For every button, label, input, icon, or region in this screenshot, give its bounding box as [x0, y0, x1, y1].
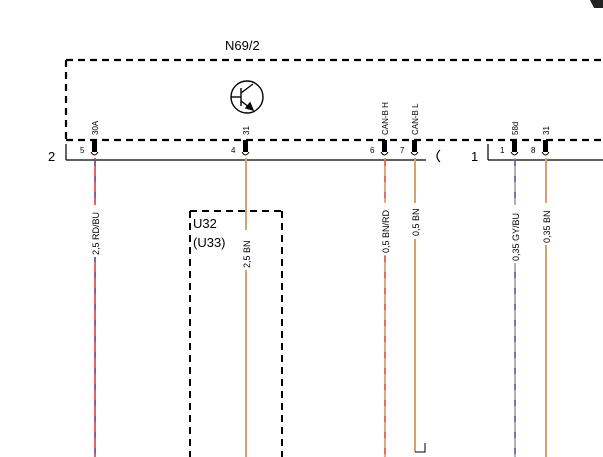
wire-label-1: 2,5 RD/BU	[89, 205, 101, 257]
wire-label-3: 0,5 BN/RD	[379, 203, 391, 255]
svg-text:0,35 BN: 0,35 BN	[542, 210, 552, 243]
svg-text:0,5 BN: 0,5 BN	[411, 208, 421, 236]
pin-number: 5	[80, 146, 85, 155]
corner-marker	[590, 0, 603, 8]
pin-8: 8 31	[531, 126, 551, 156]
wire-label-6: 0,35 BN	[540, 203, 552, 245]
pin-function: 31	[542, 126, 551, 135]
connector-left-label: 2	[48, 149, 55, 164]
transistor-icon	[230, 80, 264, 114]
block-boundary	[189, 210, 283, 457]
svg-text:2,5 RD/BU: 2,5 RD/BU	[91, 212, 101, 255]
block-name: U32	[193, 216, 217, 231]
pin-number: 6	[370, 146, 375, 155]
pin-1: 1 58d	[500, 122, 520, 156]
connector-right-label: 1	[471, 149, 478, 164]
svg-text:0,35 GY/BU: 0,35 GY/BU	[511, 213, 521, 261]
wire-4	[414, 158, 426, 453]
wire-label-2: 2,5 BN	[240, 230, 252, 270]
pin-number: 1	[500, 146, 505, 155]
pin-function: CAN-B H	[381, 102, 390, 135]
svg-text:0,5 BN/RD: 0,5 BN/RD	[381, 209, 391, 253]
pin-number: 7	[400, 146, 405, 155]
wire-label-4: 0,5 BN	[409, 203, 421, 239]
pin-6: 6 CAN-B H	[370, 102, 390, 156]
pin-7: 7 CAN-B L	[400, 103, 420, 156]
pin-function: CAN-B L	[411, 103, 420, 135]
pin-4: 4 31	[231, 126, 251, 156]
pin-function: 31	[242, 126, 251, 135]
wire-label-5: 0,35 GY/BU	[509, 205, 521, 263]
svg-text:2,5 BN: 2,5 BN	[242, 240, 252, 268]
pin-function: 30A	[91, 120, 100, 135]
connector-rail	[65, 144, 603, 163]
module-boundary	[64, 58, 603, 142]
pin-number: 4	[231, 146, 236, 155]
block-alt-name: (U33)	[193, 235, 226, 250]
module-name: N69/2	[225, 38, 260, 53]
pin-number: 8	[531, 146, 536, 155]
pin-function: 58d	[511, 122, 520, 135]
pin-5: 5 30A	[80, 120, 100, 156]
